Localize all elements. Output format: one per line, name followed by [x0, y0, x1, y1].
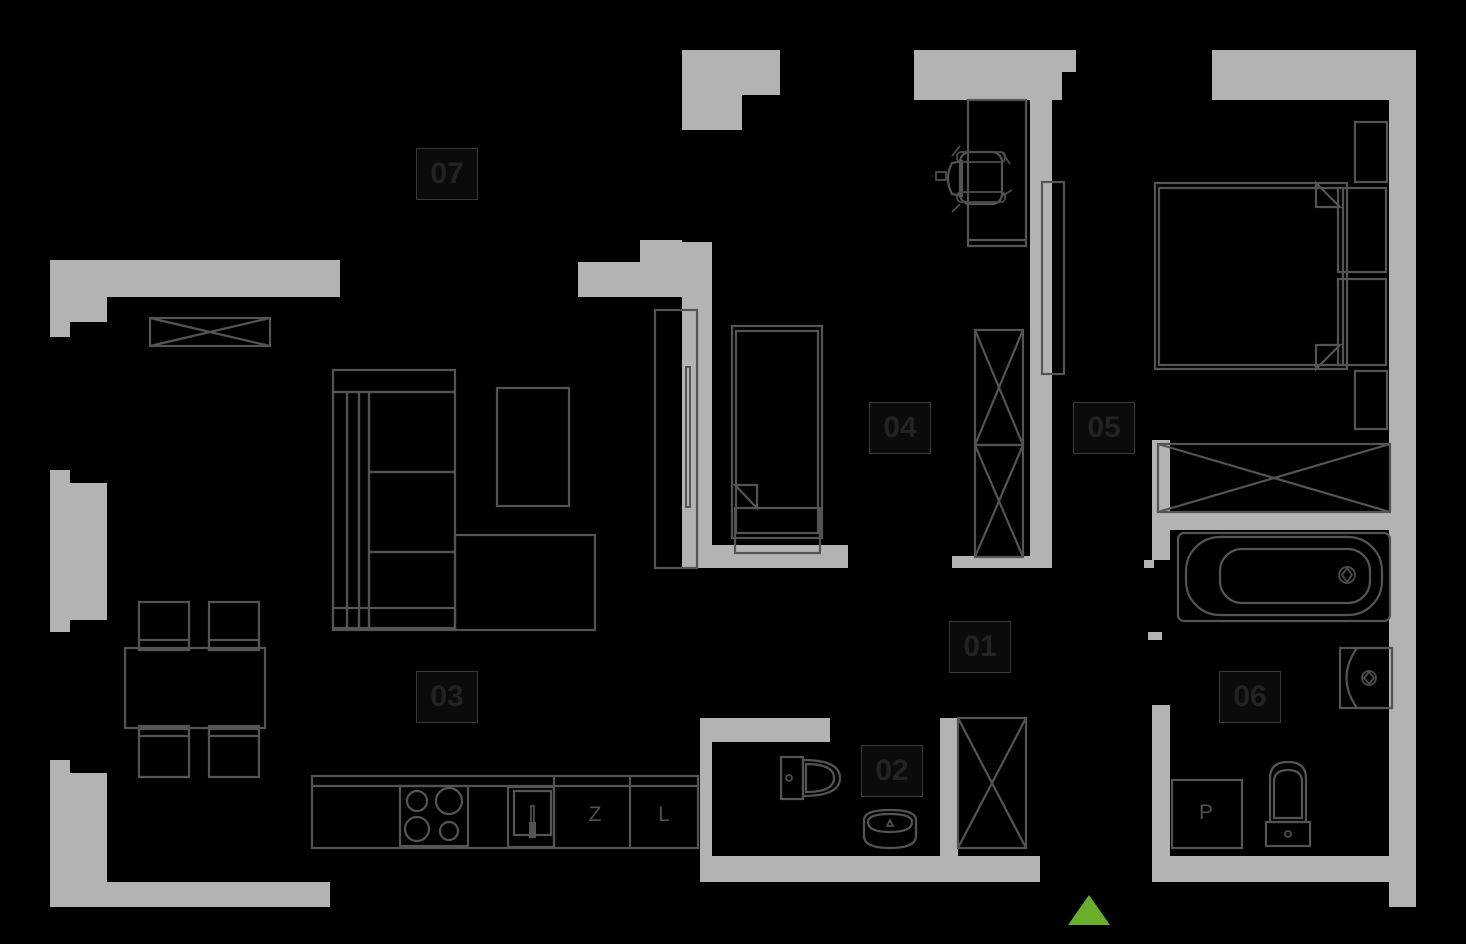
wardrobe-04 — [653, 308, 699, 570]
wall-north-east — [1212, 50, 1416, 907]
wall-wc-divider — [940, 718, 958, 856]
wardrobe-entry — [956, 716, 1028, 850]
bathtub — [1176, 531, 1392, 623]
window-living-room — [148, 316, 272, 348]
wall-north-center — [682, 50, 780, 130]
room-label-07[interactable]: 07 — [416, 148, 478, 200]
bed-single — [730, 324, 824, 555]
wall-left-upper — [50, 470, 107, 632]
entrance-marker-icon — [1068, 895, 1110, 925]
window-bath — [1156, 442, 1392, 514]
door-jamb-hall — [1144, 560, 1154, 568]
room-label-04[interactable]: 04 — [869, 402, 931, 454]
wall-05-06-divider — [1152, 512, 1389, 530]
door-jamb-02 — [1148, 632, 1162, 640]
kitchen-sink — [506, 785, 556, 849]
walls-group — [50, 50, 1416, 907]
cooktop — [398, 784, 470, 848]
room-label-05[interactable]: 05 — [1073, 402, 1135, 454]
wall-north-04 — [914, 50, 1076, 100]
toilet-bath — [1264, 760, 1312, 848]
washbasin-wc — [862, 808, 918, 850]
room-label-02[interactable]: 02 — [861, 745, 923, 797]
sofa-sectional — [331, 368, 597, 632]
desk-with-chair — [935, 98, 1066, 376]
appliance-label-dishwasher: Z — [588, 802, 602, 826]
room-label-03[interactable]: 03 — [416, 671, 478, 723]
appliance-label-washer: P — [1198, 800, 1213, 824]
dining-set — [123, 600, 267, 779]
wardrobe-hall-lower — [973, 443, 1025, 559]
coffee-table — [495, 386, 571, 508]
washer-space — [1170, 778, 1244, 850]
bed-double — [1153, 120, 1389, 431]
washbasin-bath — [1338, 646, 1394, 710]
wall-hall-corridor-top — [712, 545, 848, 568]
room-label-06[interactable]: 06 — [1219, 671, 1281, 723]
wall-hall-bath-divider — [1152, 440, 1170, 560]
wardrobe-hall-upper — [973, 328, 1025, 447]
wall-central-vertical — [578, 240, 712, 568]
wall-bath-south — [1152, 856, 1389, 882]
wall-top-left — [50, 260, 340, 337]
appliance-label-fridge: L — [658, 802, 670, 826]
wall-left-lower — [50, 760, 330, 907]
wall-hall-bath-divider-2 — [1152, 705, 1170, 856]
wall-kitchen-south — [700, 718, 1040, 882]
room-label-01[interactable]: 01 — [949, 621, 1011, 673]
wall-corridor-stub — [952, 556, 1052, 568]
toilet-wc — [779, 755, 842, 801]
